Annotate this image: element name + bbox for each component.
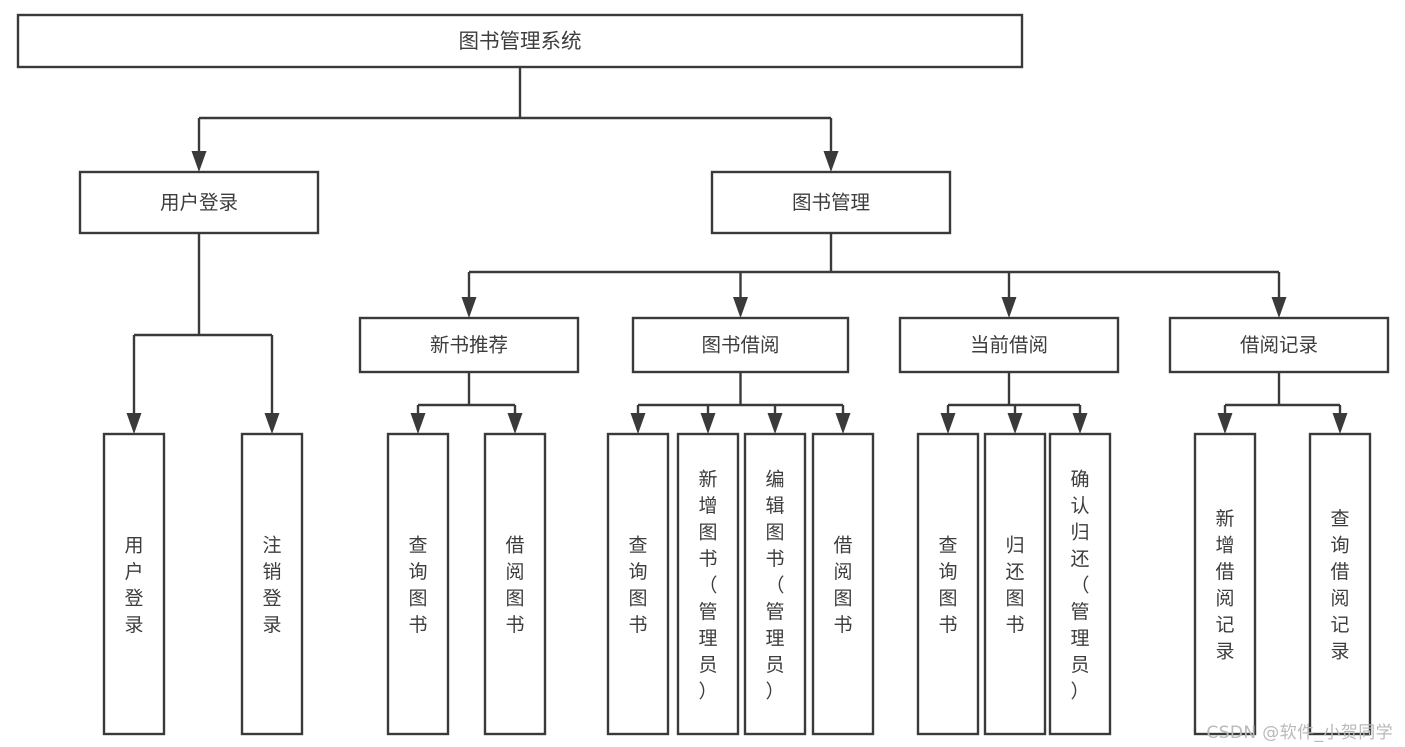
node-edit-book[interactable]: 编辑图书（管理员） [743,432,807,736]
node-root[interactable]: 图书管理系统 [16,13,1024,69]
arrow-head-icon [461,297,477,318]
node-box-query-borrow-record[interactable] [1308,432,1372,736]
node-label-add-borrow-record: 新增借阅记录 [1215,508,1234,663]
node-borrow-record[interactable]: 借阅记录 [1168,316,1390,374]
node-box-borrow-book-1[interactable] [483,432,547,736]
arrow-head-icon [507,413,523,434]
arrow-head-icon [264,413,280,434]
arrow-head-icon [630,413,646,434]
node-user-login[interactable]: 用户登录 [78,170,320,235]
node-box-logout[interactable] [240,432,304,736]
arrow-head-icon [1271,297,1287,318]
node-box-user-login[interactable] [78,170,320,235]
node-label-query-borrow-record: 查询借阅记录 [1330,508,1349,663]
node-label-current-borrow: 当前借阅 [970,334,1048,357]
node-label-confirm-return: 确认归还（管理员） [1070,468,1089,702]
node-logout[interactable]: 注销登录 [240,432,304,736]
node-box-query-book-3[interactable] [916,432,980,736]
node-box-confirm-return[interactable] [1048,432,1112,736]
arrow-head-icon [126,413,142,434]
node-box-root[interactable] [16,13,1024,69]
node-label-edit-book: 编辑图书（管理员） [765,468,784,702]
arrow-head-icon [700,413,716,434]
node-box-return-book[interactable] [983,432,1047,736]
node-add-book[interactable]: 新增图书（管理员） [676,432,740,736]
node-book-manage[interactable]: 图书管理 [710,170,952,235]
node-query-book-1[interactable]: 查询图书 [386,432,450,736]
node-label-new-book-recommend: 新书推荐 [430,334,508,357]
arrow-head-icon [410,413,426,434]
arrow-head-icon [767,413,783,434]
arrow-head-icon [1217,413,1233,434]
node-label-login: 用户登录 [124,535,143,637]
node-label-borrow-book-1: 借阅图书 [505,535,524,637]
node-new-book-recommend[interactable]: 新书推荐 [358,316,580,374]
node-box-query-book-2[interactable] [606,432,670,736]
node-box-query-book-1[interactable] [386,432,450,736]
node-current-borrow[interactable]: 当前借阅 [898,316,1120,374]
node-label-query-book-1: 查询图书 [408,535,427,637]
node-query-book-3[interactable]: 查询图书 [916,432,980,736]
node-label-borrow-book-2: 借阅图书 [833,535,852,637]
arrow-head-icon [823,151,839,172]
node-box-add-borrow-record[interactable] [1193,432,1257,736]
node-box-borrow-book-2[interactable] [811,432,875,736]
node-book-borrow[interactable]: 图书借阅 [631,316,850,374]
node-box-book-borrow[interactable] [631,316,850,374]
node-box-new-book-recommend[interactable] [358,316,580,374]
node-box-book-manage[interactable] [710,170,952,235]
node-label-book-manage: 图书管理 [792,191,870,214]
node-label-query-book-2: 查询图书 [628,535,647,637]
node-borrow-book-1[interactable]: 借阅图书 [483,432,547,736]
arrow-head-icon [1007,413,1023,434]
arrow-head-icon [733,297,748,318]
watermark-label: CSDN @软件_小贺同学 [1206,723,1393,743]
node-label-add-book: 新增图书（管理员） [698,468,717,702]
edges-layer [126,67,1348,434]
arrow-head-icon [1072,413,1088,434]
node-label-logout: 注销登录 [262,535,281,637]
nodes-layer: 图书管理系统用户登录图书管理用户登录注销登录新书推荐查询图书借阅图书图书借阅查询… [16,13,1390,736]
node-label-book-borrow: 图书借阅 [701,334,779,357]
node-box-current-borrow[interactable] [898,316,1120,374]
node-label-borrow-record: 借阅记录 [1240,334,1318,357]
node-return-book[interactable]: 归还图书 [983,432,1047,736]
arrow-head-icon [1001,297,1017,318]
node-label-return-book: 归还图书 [1005,535,1024,637]
node-label-root: 图书管理系统 [459,29,582,53]
node-label-user-login: 用户登录 [160,191,238,214]
arrow-head-icon [191,151,207,172]
node-box-login[interactable] [102,432,166,736]
arrow-head-icon [1332,413,1348,434]
node-query-book-2[interactable]: 查询图书 [606,432,670,736]
node-box-edit-book[interactable] [743,432,807,736]
node-query-borrow-record[interactable]: 查询借阅记录 [1308,432,1372,736]
arrow-head-icon [940,413,956,434]
node-login[interactable]: 用户登录 [102,432,166,736]
node-add-borrow-record[interactable]: 新增借阅记录 [1193,432,1257,736]
node-box-add-book[interactable] [676,432,740,736]
node-borrow-book-2[interactable]: 借阅图书 [811,432,875,736]
node-confirm-return[interactable]: 确认归还（管理员） [1048,432,1112,736]
node-box-borrow-record[interactable] [1168,316,1390,374]
node-label-query-book-3: 查询图书 [938,535,957,637]
arrow-head-icon [835,413,851,434]
